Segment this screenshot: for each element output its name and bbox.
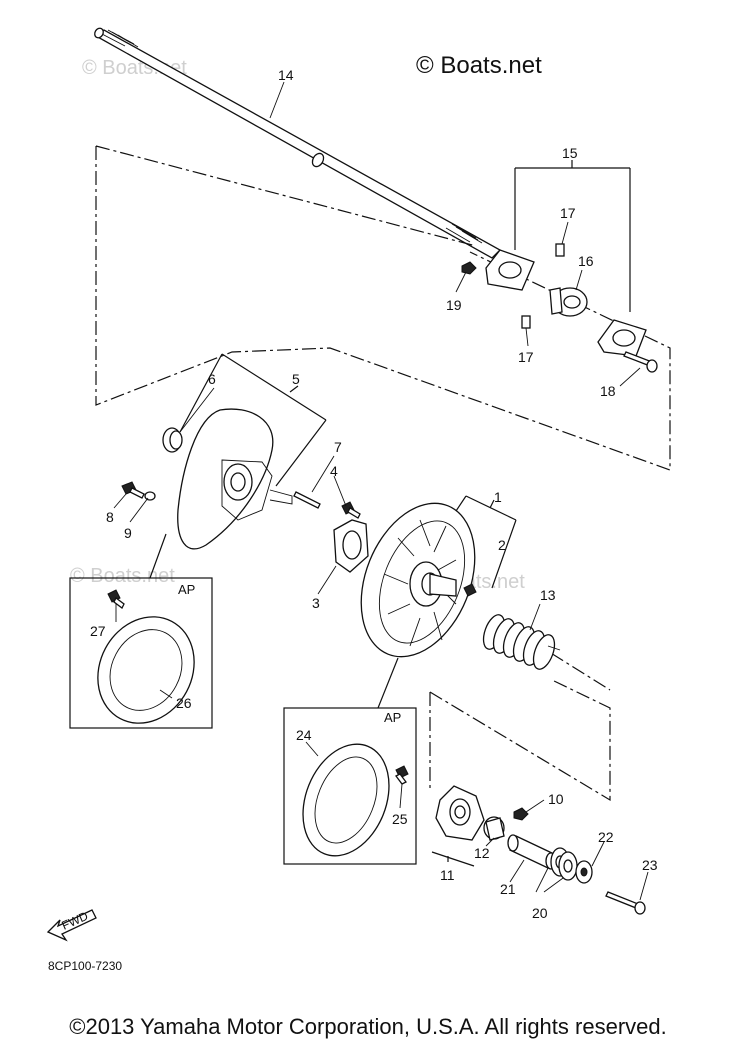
callout-4: 4	[330, 463, 338, 479]
callout-26: 26	[176, 695, 192, 711]
callout-19: 19	[446, 297, 462, 313]
shaft-collar-part[interactable]	[507, 834, 557, 870]
nut-part[interactable]	[513, 807, 529, 821]
faint-watermark: © Boats.net	[70, 565, 175, 587]
collar-part[interactable]	[521, 315, 531, 329]
boats-net-copyright: © Boats.net	[416, 52, 542, 79]
callout-20: 20	[532, 905, 548, 921]
callout-14: 14	[278, 67, 294, 83]
flange-part[interactable]	[485, 249, 535, 291]
forward-arrow-icon: FWD	[46, 909, 97, 942]
nut-part[interactable]	[461, 261, 477, 275]
callout-10: 10	[548, 791, 564, 807]
callout-9: 9	[124, 525, 132, 541]
cam-part[interactable]	[435, 785, 485, 841]
callout-13: 13	[540, 587, 556, 603]
callout-23: 23	[642, 857, 658, 873]
ap-label: AP	[384, 710, 401, 725]
callout-24: 24	[296, 727, 312, 743]
callout-12: 12	[474, 845, 490, 861]
spacer-plate-part[interactable]	[333, 519, 369, 573]
ap-label: AP	[178, 582, 195, 597]
callout-22: 22	[598, 829, 614, 845]
bolt-part[interactable]	[121, 481, 145, 499]
washer-part[interactable]	[144, 491, 156, 501]
collar-part[interactable]	[555, 243, 565, 257]
callout-1: 1	[494, 489, 502, 505]
copyright-notice: ©2013 Yamaha Motor Corporation, U.S.A. A…	[69, 1014, 667, 1039]
ap-detail-box-right: AP	[283, 657, 417, 865]
spring-part[interactable]	[479, 612, 561, 672]
leader-lines	[113, 81, 649, 901]
callout-8: 8	[106, 509, 114, 525]
pin-part[interactable]	[293, 491, 321, 509]
callout-2: 2	[498, 537, 506, 553]
callout-21: 21	[500, 881, 516, 897]
bolt-part[interactable]	[623, 351, 658, 373]
callout-27: 27	[90, 623, 106, 639]
bushing-part[interactable]	[463, 583, 477, 597]
shaft-part[interactable]	[93, 27, 502, 259]
callout-16: 16	[578, 253, 594, 269]
callout-3: 3	[312, 595, 320, 611]
flange-part[interactable]	[597, 319, 647, 357]
bearing-part[interactable]	[549, 287, 588, 317]
callout-6: 6	[208, 371, 216, 387]
callout-7: 7	[334, 439, 342, 455]
seal-part[interactable]	[162, 427, 183, 453]
callout-15: 15	[562, 145, 578, 161]
callout-11: 11	[440, 867, 455, 883]
movable-sheave-part[interactable]	[340, 486, 496, 673]
fwd-label: FWD	[60, 909, 91, 933]
callout-5: 5	[292, 371, 300, 387]
callout-18: 18	[600, 383, 616, 399]
bolt-part[interactable]	[341, 501, 361, 519]
washer-part[interactable]	[558, 851, 578, 881]
callout-25: 25	[392, 811, 408, 827]
washer-part[interactable]	[575, 860, 593, 884]
diagram-code: 8CP100-7230	[48, 959, 122, 973]
callout-17-lower: 17	[518, 349, 534, 365]
collar-part[interactable]	[483, 816, 505, 841]
callout-17-upper: 17	[560, 205, 576, 221]
bolt-part[interactable]	[605, 891, 646, 915]
callout-labels: 1 2 3 4 5 6 7 8 9 10 11 12 13 14 15 16 1…	[90, 67, 658, 921]
fixed-sheave-part[interactable]	[177, 408, 293, 550]
